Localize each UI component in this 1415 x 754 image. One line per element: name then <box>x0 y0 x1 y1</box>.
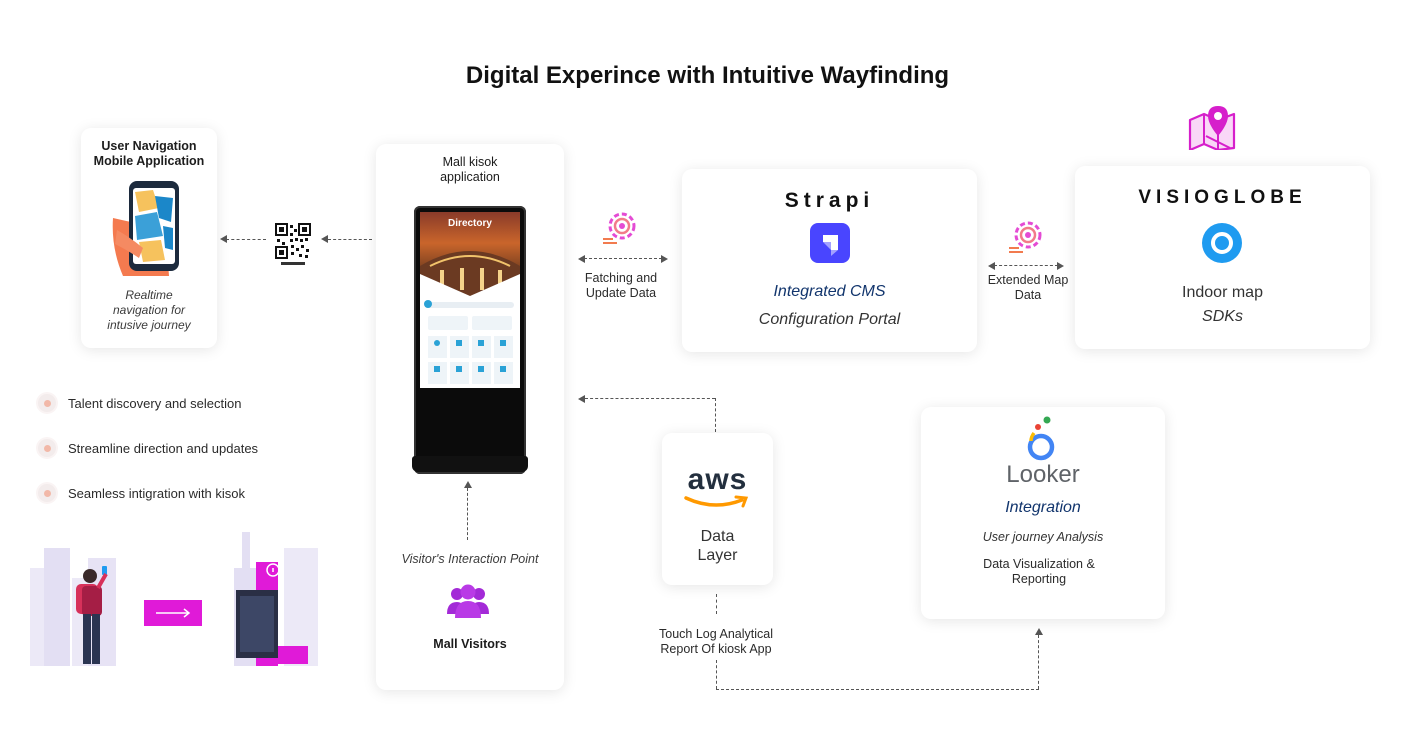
looker-detail-1: Data Visualization & <box>983 557 1095 571</box>
kiosk-screen-header: Directory <box>448 218 492 229</box>
list-item: Seamless intigration with kisok <box>38 484 245 502</box>
strapi-brand: Strapi <box>784 189 875 212</box>
looker-detail-2: Reporting <box>1011 572 1067 586</box>
mobile-caption-3: intusive journey <box>107 318 191 332</box>
aws-brand: aws <box>687 463 748 496</box>
mobile-card-title-1: User Navigation <box>101 139 197 153</box>
data-sync-gear-icon <box>603 212 636 244</box>
extended-label-1: Extended Map <box>987 273 1069 287</box>
direction-arrow-icon <box>144 600 202 626</box>
arrowhead-left-icon <box>220 235 227 243</box>
kiosk-card: Mall kisok application Directory <box>376 144 564 690</box>
bullet-label: Talent discovery and selection <box>68 395 242 411</box>
looker-heading: Integration <box>1005 499 1081 516</box>
aws-line-2: Layer <box>697 547 738 564</box>
map-sync-gear-icon <box>1009 221 1042 253</box>
arrowhead-up-icon <box>464 481 472 488</box>
strapi-card: Strapi Integrated CMS Configuration Port… <box>682 169 977 352</box>
arrowhead-left-icon <box>988 261 995 270</box>
arrow-aws-to-kiosk <box>585 398 715 399</box>
mobile-card-title-2: Mobile Application <box>93 154 205 168</box>
aws-card: aws Data Layer <box>662 433 773 585</box>
touch-label-2: Report Of kiosk App <box>660 642 772 656</box>
bullet-dot-icon <box>38 484 56 502</box>
visioglobe-brand: VISIOGLOBE <box>1138 187 1307 208</box>
connector-aws-down <box>716 594 717 614</box>
list-item: Talent discovery and selection <box>38 394 241 412</box>
visitor-interaction-label: Visitor's Interaction Point <box>401 552 539 566</box>
traveler-person-icon <box>76 566 108 664</box>
arrowhead-left-icon <box>578 394 585 403</box>
kiosk-device: Directory <box>414 206 526 474</box>
bullet-label: Streamline direction and updates <box>68 440 259 456</box>
arrowhead-right-icon <box>1057 261 1064 270</box>
arrow-qr-to-mobile <box>226 239 266 240</box>
looker-card: Looker Integration User journey Analysis… <box>921 407 1165 619</box>
arrow-strapi-visioglobe <box>994 265 1058 266</box>
looker-subheading: User journey Analysis <box>982 530 1104 544</box>
strapi-subheading: Configuration Portal <box>758 311 901 328</box>
extended-label-2: Data <box>1014 288 1042 302</box>
strapi-heading: Integrated CMS <box>773 283 886 300</box>
list-item: Streamline direction and updates <box>38 439 258 457</box>
kiosk-illustration-icon <box>236 562 308 666</box>
looker-logo-icon <box>1027 416 1055 461</box>
arrowhead-up-icon <box>1034 628 1043 635</box>
strapi-logo-icon <box>810 223 850 263</box>
bullet-label: Seamless intigration with kisok <box>68 485 246 501</box>
city-buildings-left <box>30 548 116 666</box>
kiosk-title-1: Mall kisok <box>442 155 498 169</box>
connector-aws-up <box>715 398 716 432</box>
mobile-caption-1: Realtime <box>125 288 173 302</box>
visioglobe-logo-icon <box>1202 223 1242 263</box>
arrow-visitors-to-kiosk <box>467 488 468 540</box>
mall-photo <box>420 251 520 296</box>
page-title: Digital Experince with Intuitive Wayfind… <box>465 62 950 89</box>
mobile-app-card: User Navigation Mobile Application Realt… <box>81 128 217 348</box>
arrow-kiosk-strapi <box>584 258 662 259</box>
visioglobe-subheading: SDKs <box>1202 308 1243 325</box>
mall-visitors-label: Mall Visitors <box>433 637 507 651</box>
visioglobe-heading: Indoor map <box>1182 284 1263 301</box>
mobile-caption-2: navigation for <box>112 303 186 317</box>
fetching-label-1: Fatching and <box>584 271 658 285</box>
arrowhead-right-icon <box>661 254 668 263</box>
wayfinding-illustration <box>30 532 318 666</box>
arrow-kiosk-to-qr <box>328 239 372 240</box>
bullet-dot-icon <box>38 439 56 457</box>
aws-smile-icon <box>684 495 749 508</box>
bullet-dot-icon <box>38 394 56 412</box>
aws-line-1: Data <box>700 528 735 545</box>
fetching-label-2: Update Data <box>585 286 657 300</box>
looker-brand: Looker <box>1006 461 1080 488</box>
kiosk-title-2: application <box>440 170 500 184</box>
arrowhead-left-icon <box>578 254 585 263</box>
arrowhead-left-icon <box>321 235 328 243</box>
kiosk-base <box>412 456 528 472</box>
qr-code-icon <box>275 223 311 265</box>
connector-touch-down <box>716 660 717 689</box>
visioglobe-card: VISIOGLOBE Indoor map SDKs <box>1075 166 1370 349</box>
users-group-icon <box>447 584 489 618</box>
phone-in-hand-icon <box>112 181 179 276</box>
connector-bottom <box>716 689 1039 690</box>
map-pin-icon <box>1188 106 1236 150</box>
arrow-to-looker <box>1038 635 1039 689</box>
touch-label-1: Touch Log Analytical <box>659 627 773 641</box>
kiosk-screen: Directory <box>420 212 520 388</box>
